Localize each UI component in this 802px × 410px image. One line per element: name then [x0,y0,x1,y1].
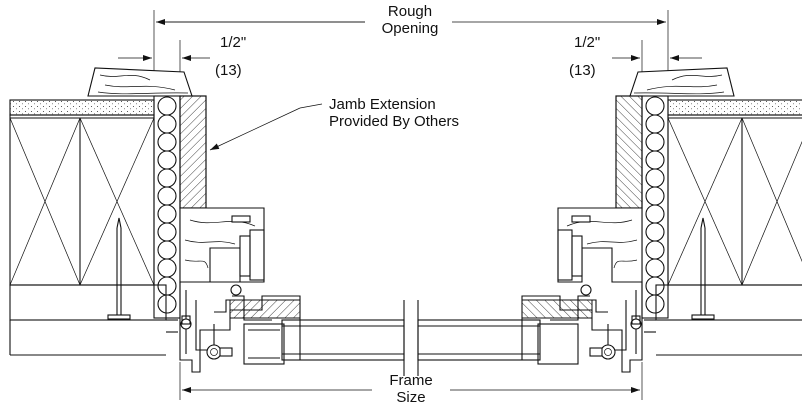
rough-opening-line2: Opening [381,20,439,37]
rough-opening-dimension [153,10,669,100]
right-insulation [641,95,669,319]
jamb-extension-note: Jamb Extension Provided By Others [329,96,459,130]
left-jamb-extension [179,95,207,209]
right-frame-extrusion [521,229,656,373]
right-side-assembly [521,67,802,373]
right-jamb-extension [615,95,643,209]
right-half-inch-metric-label: (13) [569,62,596,79]
left-frame-extrusion [166,229,301,373]
right-wall-section [629,67,802,356]
right-half-inch-label: 1/2" [574,34,601,51]
rough-opening-label: Rough Opening [362,3,458,37]
left-insulation [153,95,181,319]
jamb-extension-leader [209,103,323,151]
left-half-inch-metric-label: (13) [215,62,242,79]
glazing-unit [281,300,541,376]
rough-opening-line1: Rough [387,3,433,20]
frame-size-line1: Frame [389,372,433,389]
frame-size-dimension [179,362,643,400]
left-wall-section [9,67,193,356]
jamb-extension-note-line1: Jamb Extension [329,96,436,113]
right-wood-frame [557,207,643,283]
left-half-inch-label: 1/2" [220,34,247,51]
frame-size-line2: Size [396,389,426,406]
frame-size-label: Frame Size [372,372,450,406]
jamb-extension-note-line2: Provided By Others [329,113,460,130]
left-wood-frame [179,207,265,283]
